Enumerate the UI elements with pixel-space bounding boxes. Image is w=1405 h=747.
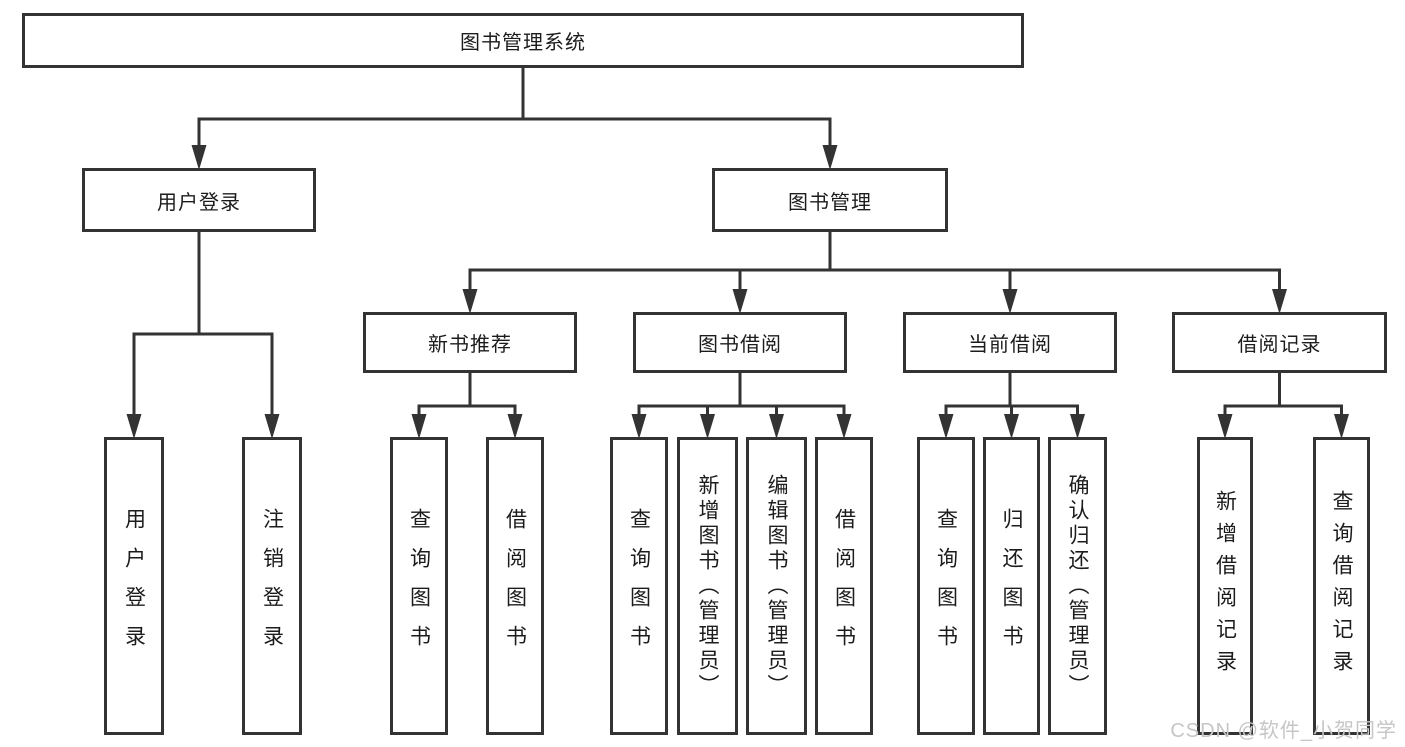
node-current-borrowing-label: 当前借阅 xyxy=(968,334,1052,356)
node-library-management-system: 图书管理系统 xyxy=(22,13,1024,68)
leaf-confirm-return-admin: 确认归还（管理员） xyxy=(1048,437,1107,735)
leaf-add-borrow-record: 新增借阅记录 xyxy=(1197,437,1253,735)
csdn-watermark: CSDN @软件_小贺同学 xyxy=(1170,720,1397,742)
node-borrowing-records: 借阅记录 xyxy=(1172,312,1387,373)
leaf-add-books-admin: 新增图书（管理员） xyxy=(677,437,738,735)
leaf-user-login: 用户登录 xyxy=(104,437,164,735)
node-book-management-label: 图书管理 xyxy=(788,191,872,214)
leaf-recommend-query-books: 查询图书 xyxy=(390,437,448,735)
node-new-book-recommendation: 新书推荐 xyxy=(363,312,577,373)
node-current-borrowing: 当前借阅 xyxy=(903,312,1117,373)
node-user-login: 用户登录 xyxy=(82,168,316,232)
leaf-return-books: 归还图书 xyxy=(983,437,1040,735)
node-user-login-label: 用户登录 xyxy=(157,191,241,214)
leaf-query-borrow-record: 查询借阅记录 xyxy=(1313,437,1370,735)
leaf-borrowing-borrow-books: 借阅图书 xyxy=(815,437,873,735)
leaf-current-query-books: 查询图书 xyxy=(917,437,975,735)
node-book-borrowing: 图书借阅 xyxy=(633,312,847,373)
leaf-logout: 注销登录 xyxy=(242,437,302,735)
node-book-management: 图书管理 xyxy=(712,168,948,232)
leaf-recommend-borrow-books: 借阅图书 xyxy=(486,437,544,735)
node-book-borrowing-label: 图书借阅 xyxy=(698,334,782,356)
node-library-management-system-label: 图书管理系统 xyxy=(460,32,586,54)
node-borrowing-records-label: 借阅记录 xyxy=(1237,334,1322,356)
leaf-edit-books-admin: 编辑图书（管理员） xyxy=(746,437,807,735)
node-new-book-recommendation-label: 新书推荐 xyxy=(428,334,512,356)
leaf-borrowing-query-books: 查询图书 xyxy=(610,437,668,735)
